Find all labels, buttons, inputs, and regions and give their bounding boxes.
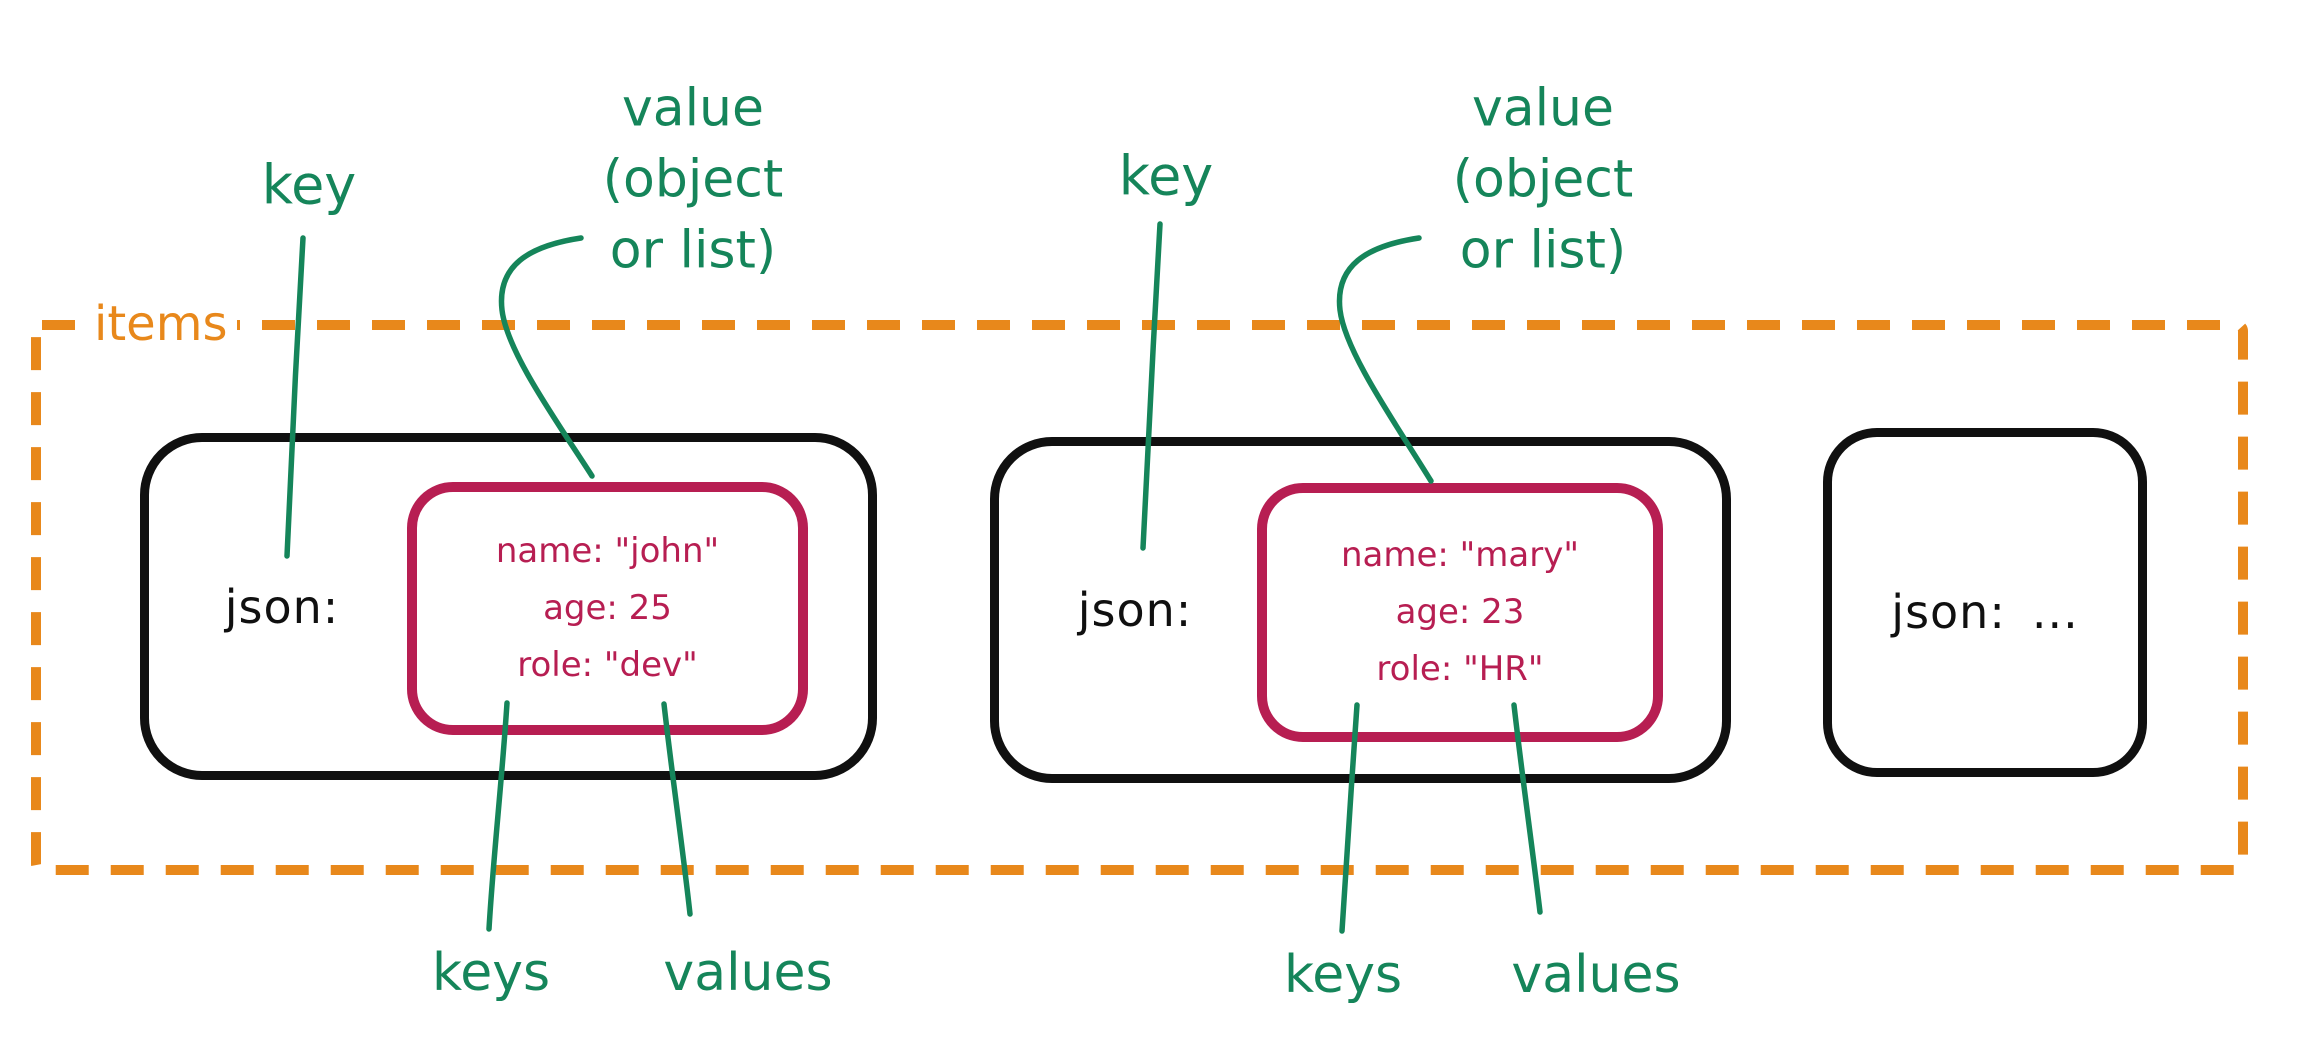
object-value-box-2 <box>1257 483 1663 742</box>
key-line-1 <box>284 235 306 559</box>
value-annotation-line: (object <box>1452 149 1634 210</box>
object-entry: name: "john" <box>495 531 720 571</box>
value-curve-1 <box>498 235 595 479</box>
object-entries-2: name: "mary" age: 23 role: "HR" <box>1257 483 1663 742</box>
keys-line-2 <box>1339 702 1360 934</box>
value-annotation-line: value <box>621 78 765 139</box>
values-annotation-2: values <box>1511 945 1681 1005</box>
json-key-label-1: json: <box>224 580 340 634</box>
object-value-box-1 <box>407 482 808 735</box>
object-entries-1: name: "john" age: 25 role: "dev" <box>407 482 808 735</box>
key-annotation-2: key <box>1118 144 1214 208</box>
value-annotation-1: value (object or list) <box>603 74 784 287</box>
object-entry: role: "HR" <box>1376 649 1544 689</box>
value-annotation-line: or list) <box>609 220 777 281</box>
values-line-2 <box>1511 702 1543 915</box>
value-curve-2 <box>1336 235 1434 484</box>
key-annotation-1: key <box>261 153 357 217</box>
value-annotation-line: or list) <box>1459 220 1627 281</box>
item-card-2 <box>990 437 1731 783</box>
object-entry: name: "mary" <box>1340 535 1580 575</box>
values-annotation-1: values <box>663 943 833 1003</box>
keys-annotation-1: keys <box>431 943 551 1003</box>
values-line-1 <box>661 701 693 917</box>
json-key-text: json: <box>1891 585 2006 639</box>
object-entry: role: "dev" <box>517 645 698 685</box>
json-key-label-3: json: ... <box>1891 585 2078 639</box>
key-line-2 <box>1140 221 1163 551</box>
value-annotation-line: value <box>1471 78 1615 139</box>
item-card-1 <box>140 433 877 780</box>
value-annotation-2: value (object or list) <box>1453 74 1634 287</box>
items-label: items <box>84 296 238 352</box>
ellipsis-text: ... <box>2031 585 2079 639</box>
item-card-3 <box>1823 428 2147 777</box>
value-annotation-line: (object <box>602 149 784 210</box>
keys-annotation-2: keys <box>1283 945 1403 1005</box>
json-key-label-2: json: <box>1077 583 1193 637</box>
object-entry: age: 25 <box>543 588 672 628</box>
keys-line-1 <box>486 700 510 932</box>
object-entry: age: 23 <box>1395 592 1525 632</box>
